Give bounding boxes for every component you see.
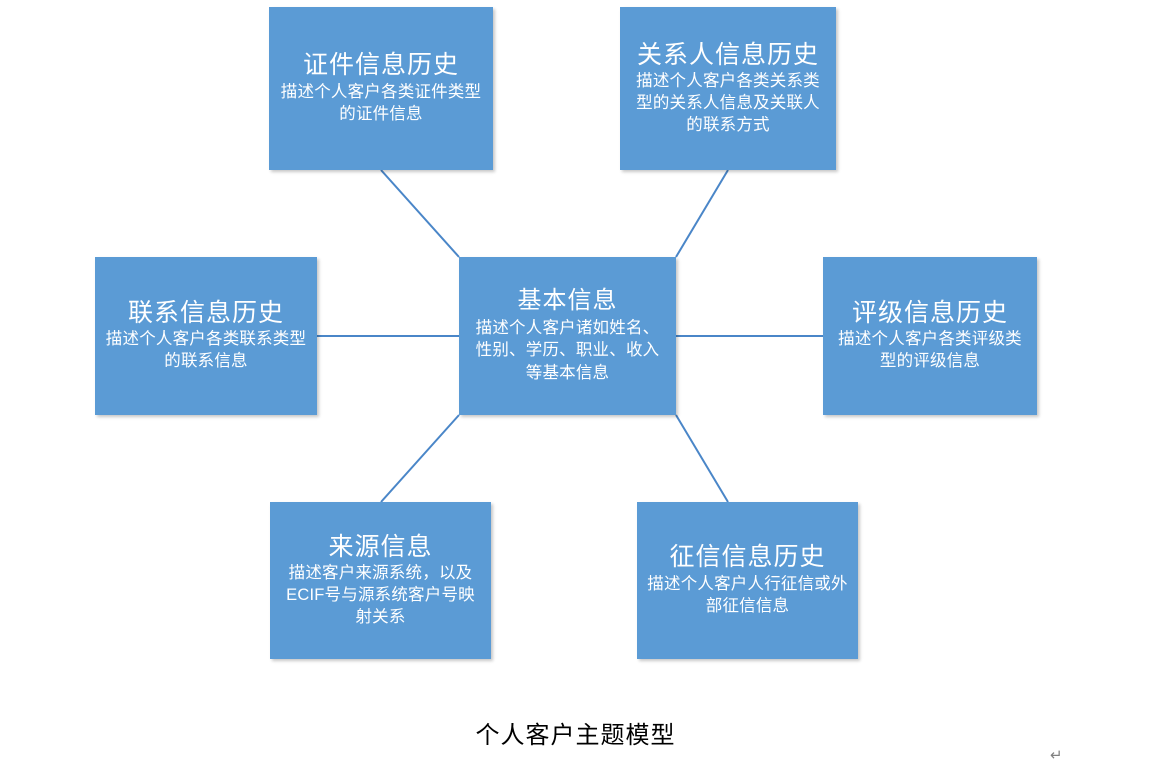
node-title: 基本信息 <box>517 287 618 315</box>
paragraph-mark-icon: ↵ <box>1050 746 1063 763</box>
conn-id-info <box>380 169 460 258</box>
diagram-caption: 个人客户主题模型 <box>475 722 676 749</box>
node-title: 联系信息历史 <box>127 298 284 327</box>
node-title: 评级信息历史 <box>851 298 1008 327</box>
node-description: 描述个人客户各类证件类型的证件信息 <box>280 82 482 123</box>
conn-source-info <box>380 414 460 503</box>
node-description: 描述个人客户各类联系类型的联系信息 <box>105 330 307 371</box>
node-description: 描述个人客户人行征信或外部征信信息 <box>647 574 848 615</box>
node-contact-info-history[interactable]: 联系信息历史 描述个人客户各类联系类型的联系信息 <box>95 257 317 415</box>
node-description: 描述客户来源系统，以及ECIF号与源系统客户号映射关系 <box>286 564 475 626</box>
node-title: 关系人信息历史 <box>636 40 819 69</box>
node-rating-info-history[interactable]: 评级信息历史 描述个人客户各类评级类型的评级信息 <box>823 257 1037 415</box>
node-title: 证件信息历史 <box>302 51 459 80</box>
node-source-info[interactable]: 来源信息 描述客户来源系统，以及ECIF号与源系统客户号映射关系 <box>270 502 491 659</box>
node-description: 描述个人客户各类评级类型的评级信息 <box>838 330 1022 371</box>
conn-credit-info <box>675 414 729 503</box>
node-id-info-history[interactable]: 证件信息历史 描述个人客户各类证件类型的证件信息 <box>269 7 493 170</box>
node-description: 描述个人客户诸如姓名、性别、学历、职业、收入等基本信息 <box>475 318 660 383</box>
conn-relation-info <box>675 169 729 258</box>
node-credit-info-history[interactable]: 征信信息历史 描述个人客户人行征信或外部征信信息 <box>637 502 858 659</box>
node-relation-info-history[interactable]: 关系人信息历史 描述个人客户各类关系类型的关系人信息及关联人的联系方式 <box>620 7 836 170</box>
node-title: 征信信息历史 <box>669 543 826 572</box>
node-description: 描述个人客户各类关系类型的关系人信息及关联人的联系方式 <box>636 72 820 134</box>
node-title: 来源信息 <box>328 532 433 561</box>
node-basic-info-center[interactable]: 基本信息 描述个人客户诸如姓名、性别、学历、职业、收入等基本信息 <box>459 257 676 415</box>
